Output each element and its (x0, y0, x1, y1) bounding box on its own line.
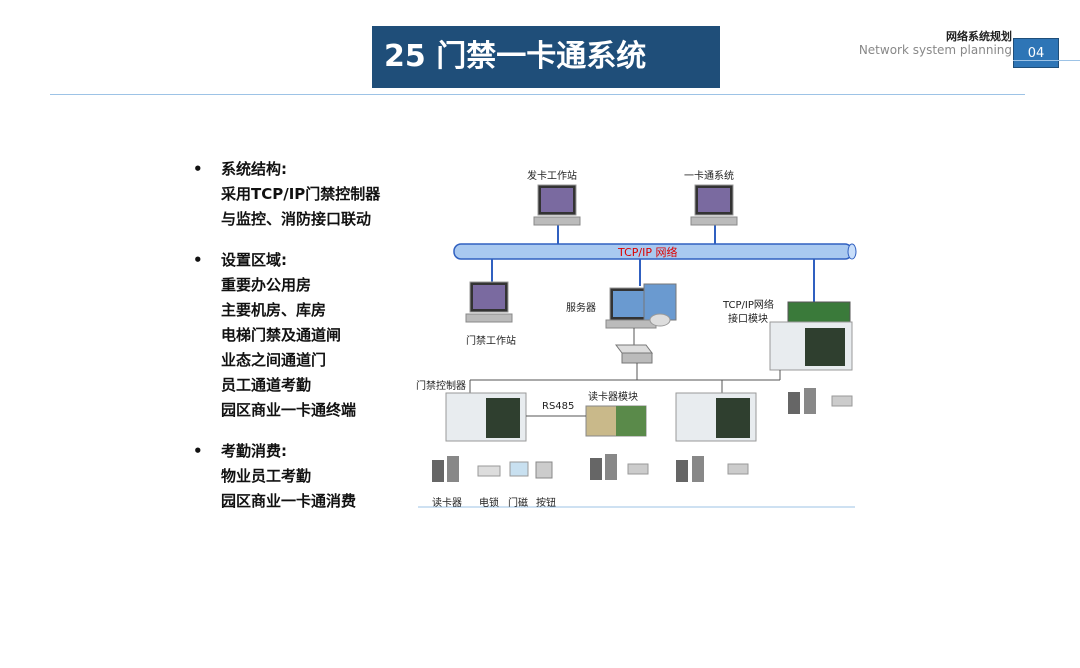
page-number: 04 (1013, 38, 1059, 68)
peripherals-4 (788, 388, 853, 414)
bullet-line: 电梯门禁及通道闸 (221, 326, 342, 344)
bullet-head: 设置区域: (221, 251, 287, 269)
peripherals-2 (590, 454, 649, 480)
label-rs485: RS485 (542, 401, 575, 412)
page-title: 25 门禁一卡通系统 (372, 26, 720, 88)
network-switch (615, 344, 653, 364)
bullet-line: 重要办公用房 (221, 276, 312, 294)
card-station-computer (533, 184, 581, 226)
label-access-station: 门禁工作站 (466, 336, 516, 347)
label-server: 服务器 (566, 303, 596, 314)
door-controller-2 (675, 392, 757, 442)
bullet-line: 园区商业一卡通消费 (221, 492, 357, 510)
bullet-line: 采用TCP/IP门禁控制器 (221, 185, 381, 203)
reader-module-device (585, 405, 647, 437)
bullet-attendance: • 考勤消费: 物业员工考勤 园区商业一卡通消费 (193, 439, 380, 514)
header-divider-right (1013, 60, 1080, 61)
bullet-dot: • (193, 442, 203, 460)
label-door-magnet: 门磁 (508, 498, 528, 509)
bullet-dot: • (193, 251, 203, 269)
peripherals-3 (676, 456, 749, 482)
label-reader: 读卡器 (432, 498, 462, 509)
bullet-head: 系统结构: (221, 160, 287, 178)
bullet-dot: • (193, 160, 203, 178)
header-divider (50, 94, 1025, 95)
label-reader-module: 读卡器模块 (588, 392, 638, 403)
door-controller-1 (445, 392, 527, 442)
bullet-line: 主要机房、库房 (221, 301, 327, 319)
diagram-graphics (418, 184, 857, 508)
label-button: 按钮 (536, 498, 556, 509)
label-card-station: 发卡工作站 (527, 171, 577, 182)
bullet-line: 与监控、消防接口联动 (221, 210, 372, 228)
bullet-system-structure: • 系统结构: 采用TCP/IP门禁控制器 与监控、消防接口联动 (193, 157, 380, 232)
label-card-system: 一卡通系统 (684, 171, 734, 182)
tcp-module-device (769, 301, 853, 371)
bus-end (847, 243, 857, 260)
label-tcp-module-2: 接口模块 (728, 314, 768, 325)
label-bus: TCP/IP 网络 (618, 246, 678, 259)
card-system-computer (690, 184, 738, 226)
server-computer (605, 283, 677, 329)
label-lock: 电锁 (479, 498, 499, 509)
bullet-head: 考勤消费: (221, 442, 287, 460)
section-title-en: Network system planning (858, 43, 1012, 57)
bullet-list: • 系统结构: 采用TCP/IP门禁控制器 与监控、消防接口联动 • 设置区域: 重… (193, 157, 380, 530)
bullet-line: 业态之间通道门 (221, 351, 327, 369)
bullet-line: 园区商业一卡通终端 (221, 401, 357, 419)
access-control-diagram: 发卡工作站 一卡通系统 TCP/IP 网络 门禁工作站 服务器 TCP/IP网络… (410, 160, 870, 520)
label-controller: 门禁控制器 (416, 381, 466, 392)
bullet-line: 员工通道考勤 (221, 376, 312, 394)
peripherals-1 (432, 456, 553, 482)
label-tcp-module-1: TCP/IP网络 (723, 300, 774, 311)
bullet-line: 物业员工考勤 (221, 467, 312, 485)
section-title-cn: 网络系统规划 (946, 30, 1012, 43)
bullet-areas: • 设置区域: 重要办公用房 主要机房、库房 电梯门禁及通道闸 业态之间通道门 员… (193, 248, 380, 423)
access-station-computer (465, 281, 513, 323)
